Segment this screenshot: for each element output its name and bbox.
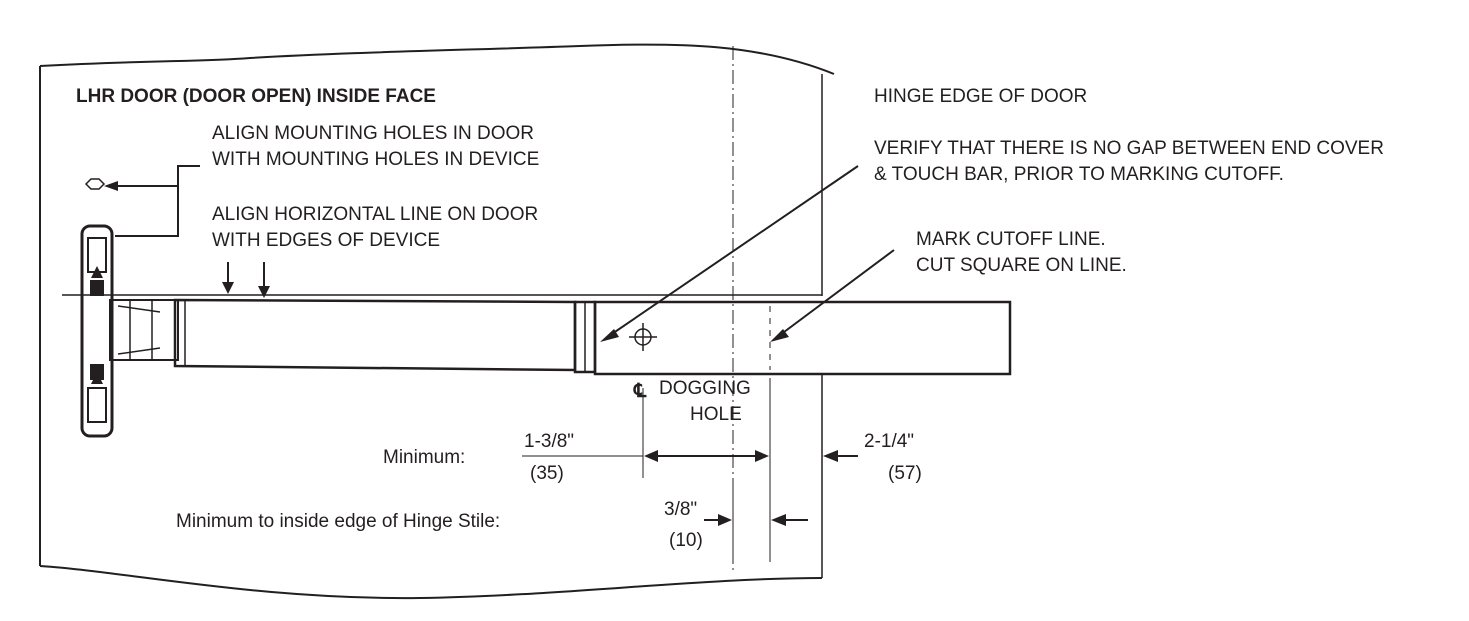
leader-cutoff	[770, 249, 895, 342]
mark-cutoff-text-1: MARK CUTOFF LINE.	[916, 229, 1106, 250]
dogging-hole-icon	[629, 323, 657, 351]
door-title: LHR DOOR (DOOR OPEN) INSIDE FACE	[76, 86, 436, 107]
verify-text-1: VERIFY THAT THERE IS NO GAP BETWEEN END …	[874, 138, 1384, 159]
stile-dim-inches: 3/8"	[664, 499, 697, 520]
min-right-inches: 2-1/4"	[864, 431, 914, 452]
dogging-hole-text-1: DOGGING	[659, 378, 751, 399]
align-line-arrows	[222, 262, 270, 298]
verify-text-2: & TOUCH BAR, PRIOR TO MARKING CUTOFF.	[874, 164, 1284, 185]
device-body	[173, 298, 577, 372]
dimension-2-1-4	[823, 450, 858, 462]
align-holes-line-1: ALIGN MOUNTING HOLES IN DOOR	[212, 123, 534, 144]
dimension-extensions	[522, 378, 823, 562]
touch-bar	[593, 300, 1012, 376]
mounting-hole-icon	[84, 178, 106, 190]
minimum-label: Minimum:	[383, 447, 465, 468]
end-cover	[573, 300, 597, 374]
align-line-text-2: WITH EDGES OF DEVICE	[212, 230, 440, 251]
end-bracket	[80, 224, 179, 438]
hinge-edge-label: HINGE EDGE OF DOOR	[874, 86, 1087, 107]
min-dim-inches: 1-3/8"	[524, 431, 574, 452]
stile-label: Minimum to inside edge of Hinge Stile:	[176, 511, 500, 532]
min-dim-mm: (35)	[530, 463, 564, 484]
leader-verify	[600, 165, 859, 342]
leader-mounting-holes	[104, 165, 200, 237]
stile-dim-mm: (10)	[669, 530, 703, 551]
dogging-hole-text-2: HOLE	[690, 404, 742, 425]
min-right-mm: (57)	[888, 463, 922, 484]
mark-cutoff-text-2: CUT SQUARE ON LINE.	[916, 255, 1127, 276]
centerline-symbol: ℄	[633, 381, 647, 402]
dimension-1-3-8	[644, 450, 769, 462]
align-holes-line-2: WITH MOUNTING HOLES IN DEVICE	[212, 149, 539, 170]
align-line-text-1: ALIGN HORIZONTAL LINE ON DOOR	[212, 204, 538, 225]
dimension-3-8	[704, 514, 808, 526]
